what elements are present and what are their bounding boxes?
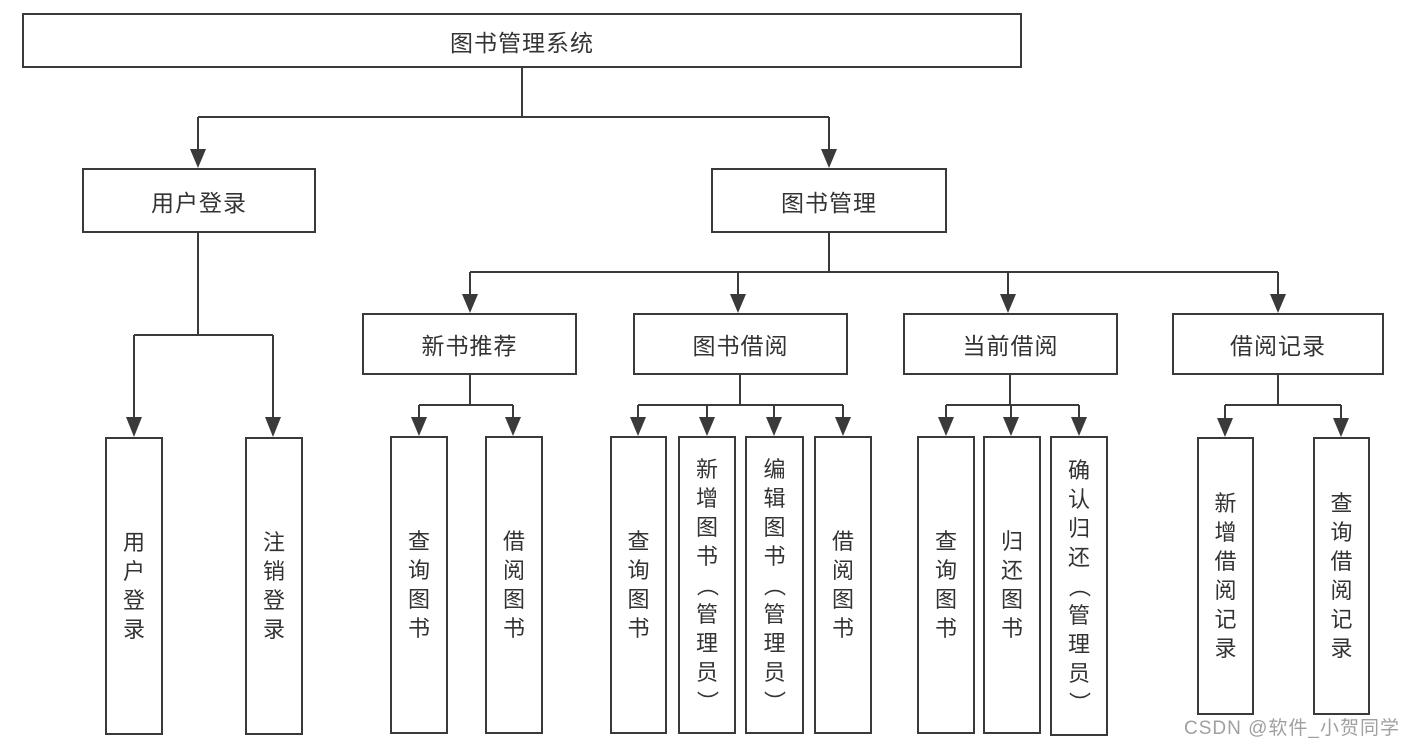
leaf-edit-book-admin: 编辑图书（管理员）	[745, 436, 804, 734]
arrowhead	[730, 294, 746, 313]
leaf-user-login: 用户登录	[105, 437, 163, 735]
node-new-book-recommendation: 新书推荐	[362, 313, 577, 375]
arrowhead	[126, 417, 142, 437]
node-label: 用户登录	[151, 189, 247, 216]
node-current-borrowing: 当前借阅	[903, 313, 1118, 375]
leaf-borrow-books-recommend: 借阅图书	[485, 436, 543, 734]
node-label: 图书借阅	[692, 333, 789, 359]
leaf-query-books-current: 查询图书	[917, 436, 975, 734]
node-library-management-system: 图书管理系统	[22, 13, 1022, 68]
node-book-management: 图书管理	[711, 168, 947, 233]
connector-book-borrow-children	[637, 375, 844, 418]
leaf-add-book-admin: 新增图书（管理员）	[678, 436, 736, 734]
node-label: 新书推荐	[421, 333, 518, 359]
arrowhead	[766, 417, 782, 436]
arrowhead	[1003, 417, 1019, 436]
watermark: CSDN @软件_小贺同学	[1184, 718, 1400, 739]
arrowhead	[1333, 418, 1349, 437]
arrowhead	[835, 417, 851, 436]
leaf-query-books-recommend: 查询图书	[390, 436, 448, 734]
arrowhead	[1217, 418, 1233, 437]
arrowhead	[1071, 417, 1087, 436]
node-label: 图书管理系统	[450, 29, 594, 56]
arrowhead	[821, 149, 837, 168]
node-borrowing-records: 借阅记录	[1172, 313, 1384, 375]
connector-root-to-level2	[197, 67, 830, 150]
leaf-logout: 注销登录	[245, 437, 303, 735]
connector-current-borrow-children	[945, 375, 1080, 418]
arrowhead	[265, 417, 281, 437]
leaf-query-books-borrow: 查询图书	[610, 436, 667, 734]
arrowhead	[505, 417, 521, 436]
leaf-query-borrow-record: 查询借阅记录	[1313, 437, 1370, 715]
arrowhead	[699, 417, 715, 436]
node-book-borrowing: 图书借阅	[633, 313, 848, 375]
arrowhead	[1000, 294, 1016, 313]
leaf-return-books: 归还图书	[983, 436, 1041, 734]
node-user-login: 用户登录	[82, 168, 316, 233]
node-label: 借阅记录	[1230, 333, 1326, 359]
arrowhead	[411, 417, 427, 436]
arrowhead	[462, 294, 478, 313]
connector-user-login-children	[133, 232, 274, 418]
leaf-borrow-books: 借阅图书	[814, 436, 872, 734]
arrowhead	[1270, 294, 1286, 313]
node-label: 图书管理	[781, 189, 877, 216]
connector-book-management-children	[469, 232, 1279, 295]
connector-new-book-children	[418, 375, 514, 418]
arrowhead	[190, 149, 206, 168]
arrowhead	[630, 417, 646, 436]
arrowhead	[938, 417, 954, 436]
connector-borrow-records-children	[1224, 375, 1342, 419]
node-label: 当前借阅	[962, 333, 1059, 359]
leaf-add-borrow-record: 新增借阅记录	[1197, 437, 1254, 715]
leaf-confirm-return-admin: 确认归还（管理员）	[1050, 436, 1108, 736]
